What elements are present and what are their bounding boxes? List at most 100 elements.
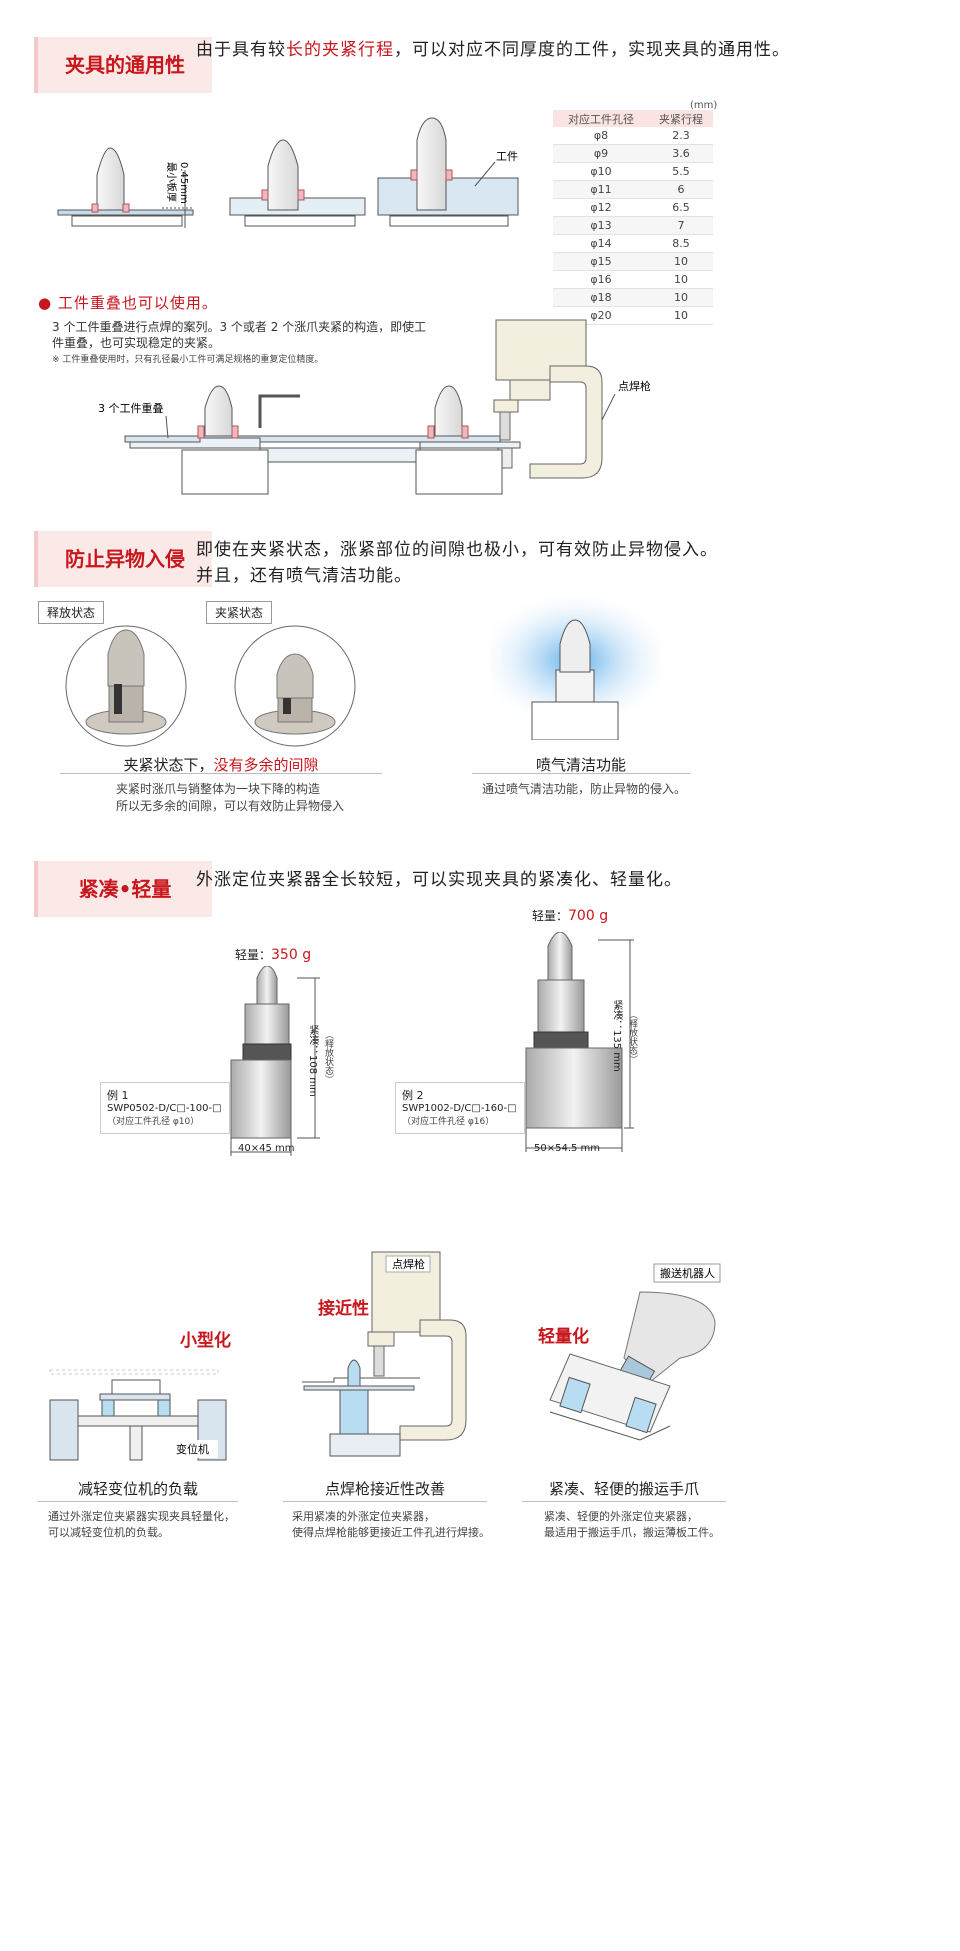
item2-divider xyxy=(283,1501,487,1502)
product1-hole: （对应工件孔径 φ10） xyxy=(107,1117,200,1127)
product2-example-box: 例 2 SWP1002-D/C□-160-□ （对应工件孔径 φ16） xyxy=(395,1082,525,1134)
cell-clamp-stroke: 10 xyxy=(649,288,713,307)
compact-intro: 外涨定位夹紧器全长较短，可以实现夹具的紧凑化、轻量化。 xyxy=(196,870,682,890)
overlap-desc-2: 件重叠，也可实现稳定的夹紧。 xyxy=(52,336,221,350)
product2-size: 50×54.5 mm xyxy=(534,1143,601,1154)
no-gap-desc-2: 所以无多余的间隙，可以有效防止异物侵入 xyxy=(116,799,345,813)
product1-model: SWP0502-D/C□-100-□ xyxy=(107,1103,222,1114)
section-title-versatility: 夹具的通用性 xyxy=(34,37,212,93)
cell-clamp-stroke: 10 xyxy=(649,252,713,271)
tag-access: 接近性 xyxy=(318,1298,369,1319)
product2-hole: （对应工件孔径 φ16） xyxy=(402,1117,495,1127)
product1-height: 紧凑：108 mm xyxy=(307,1025,318,1097)
caption-divider-2 xyxy=(472,773,690,774)
cell-hole-diameter: φ16 xyxy=(553,270,649,289)
cell-hole-diameter: φ12 xyxy=(553,198,649,217)
no-gap-desc-1: 夹紧时涨爪与销整体为一块下降的构造 xyxy=(116,782,321,796)
overlap-desc-1: 3 个工件重叠进行点焊的案列。3 个或者 2 个涨爪夹紧的构造，即使工 xyxy=(52,320,427,334)
foreign-intro-1: 即使在夹紧状态，涨紧部位的间隙也极小，可有效防止异物侵入。 xyxy=(196,540,718,560)
table-unit: (mm) xyxy=(690,100,718,111)
cell-hole-diameter: φ8 xyxy=(553,127,649,145)
release-state-photo xyxy=(65,625,187,747)
cell-hole-diameter: φ13 xyxy=(553,216,649,235)
item3-divider xyxy=(522,1501,726,1502)
product2-state: （释放状态） xyxy=(627,1010,637,1064)
tag-light: 轻量化 xyxy=(538,1326,589,1347)
item3-desc-1: 紧凑、轻便的外涨定位夹紧器， xyxy=(544,1510,698,1523)
table-header-hole: 对应工件孔径 xyxy=(553,110,649,127)
overlap-note: ※ 工件重叠使用时，只有孔径最小工件可满足规格的重复定位精度。 xyxy=(52,355,324,365)
cell-clamp-stroke: 6.5 xyxy=(649,198,713,217)
clamp-thickness-diagram: 最小板厚 0.45mm 工件 xyxy=(57,117,519,228)
tag-small: 小型化 xyxy=(180,1330,231,1351)
cell-hole-diameter: φ11 xyxy=(553,180,649,199)
cell-clamp-stroke: 2.3 xyxy=(649,127,713,145)
product2-height: 紧凑：135 mm xyxy=(611,1000,622,1072)
clamp-state-label: 夹紧状态 xyxy=(206,601,273,624)
item3-caption: 紧凑、轻便的搬运手爪 xyxy=(548,1480,699,1498)
section-title-foreign-matter: 防止异物入侵 xyxy=(34,531,212,587)
cell-clamp-stroke: 8.5 xyxy=(649,234,713,253)
item1-caption: 减轻变位机的负载 xyxy=(77,1480,198,1498)
release-state-label: 释放状态 xyxy=(38,601,105,624)
cell-clamp-stroke: 6 xyxy=(649,180,713,199)
item1-divider xyxy=(38,1501,238,1502)
positioner-illustration: 小型化 变位机 xyxy=(49,1330,231,1461)
min-thickness-value: 0.45mm xyxy=(178,162,189,204)
positioner-label: 变位机 xyxy=(176,1442,209,1456)
item1-desc-1: 通过外涨定位夹紧器实现夹具轻量化， xyxy=(48,1510,235,1523)
cell-clamp-stroke: 3.6 xyxy=(649,144,713,163)
clamp-diagram-2 xyxy=(229,139,366,227)
spot-gun-label: 点焊枪 xyxy=(618,379,650,393)
robot-label: 搬送机器人 xyxy=(660,1266,715,1280)
clamp-state-photo xyxy=(234,625,356,747)
section-title-compact: 紧凑•轻量 xyxy=(34,861,212,917)
robot-hand-illustration: 搬送机器人 轻量化 xyxy=(538,1263,721,1441)
item1-desc-2: 可以减轻变位机的负载。 xyxy=(48,1526,169,1539)
overlap-title: ● 工件重叠也可以使用。 xyxy=(38,294,218,312)
product1-illustration xyxy=(230,966,320,1156)
product2-ex: 例 2 xyxy=(402,1089,424,1102)
no-gap-caption: 夹紧状态下，没有多余的间隙 xyxy=(123,756,319,774)
overlap-welding-diagram: 点焊枪 3 个工件重叠 xyxy=(98,319,650,495)
air-blow-illustration xyxy=(490,594,660,740)
product1-size: 40×45 mm xyxy=(238,1143,295,1154)
item2-desc-1: 采用紧凑的外涨定位夹紧器， xyxy=(292,1510,435,1523)
product1-example-box: 例 1 SWP0502-D/C□-100-□ （对应工件孔径 φ10） xyxy=(100,1082,230,1134)
min-thickness-label: 最小板厚 xyxy=(165,162,178,202)
caption-divider-1 xyxy=(60,773,382,774)
air-blow-desc: 通过喷气清洁功能，防止异物的侵入。 xyxy=(482,782,687,796)
item3-desc-2: 最适用于搬运手爪，搬运薄板工件。 xyxy=(544,1526,720,1539)
spot-gun-illustration: 点焊枪 xyxy=(493,319,650,479)
gun-access-illustration: 点焊枪 接近性 xyxy=(302,1251,467,1457)
workpiece-label: 工件 xyxy=(496,150,518,163)
item2-desc-2: 使得点焊枪能够更接近工件孔进行焊接。 xyxy=(292,1526,490,1539)
overlap-label: 3 个工件重叠 xyxy=(98,401,164,415)
product1-weight: 轻量：350 g xyxy=(235,947,312,963)
cell-hole-diameter: φ14 xyxy=(553,234,649,253)
cell-clamp-stroke: 5.5 xyxy=(649,162,713,181)
table-header-stroke: 夹紧行程 xyxy=(649,110,713,127)
product2-illustration xyxy=(525,932,634,1152)
cell-clamp-stroke: 10 xyxy=(649,270,713,289)
gun-label: 点焊枪 xyxy=(392,1257,425,1271)
cell-hole-diameter: φ10 xyxy=(553,162,649,181)
product2-model: SWP1002-D/C□-160-□ xyxy=(402,1103,517,1114)
cell-hole-diameter: φ18 xyxy=(553,288,649,307)
cell-hole-diameter: φ15 xyxy=(553,252,649,271)
air-blow-caption: 喷气清洁功能 xyxy=(535,756,626,774)
product2-weight: 轻量：700 g xyxy=(532,908,609,924)
foreign-intro-2: 并且，还有喷气清洁功能。 xyxy=(196,566,412,586)
product1-ex: 例 1 xyxy=(107,1089,129,1102)
versatility-intro: 由于具有较长的夹紧行程，可以对应不同厚度的工件，实现夹具的通用性。 xyxy=(196,40,790,60)
